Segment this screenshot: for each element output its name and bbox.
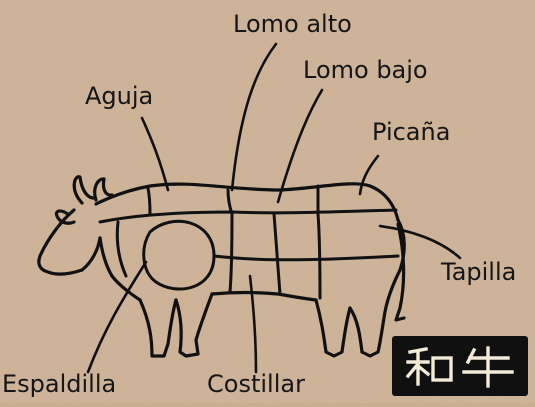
- dewlap: [98, 236, 114, 278]
- back-line: [94, 182, 400, 222]
- divider-neck: [115, 220, 128, 278]
- front-leg-outer: [138, 298, 178, 358]
- horn-front: [93, 177, 114, 202]
- ear: [54, 209, 76, 225]
- divider-aguja: [146, 186, 152, 216]
- hind-leg-front: [348, 306, 364, 354]
- label-lomo-alto: Lomo alto: [233, 10, 352, 38]
- head-outline: [37, 208, 84, 276]
- leader-tapilla: [378, 224, 462, 260]
- divider-middle-horizontal: [212, 254, 400, 262]
- divider-lomo-alto: [226, 188, 234, 216]
- label-aguja: Aguja: [85, 82, 154, 110]
- divider-mid-1: [228, 212, 234, 294]
- wagyu-seal-glyphs: [405, 346, 514, 388]
- chest: [110, 274, 142, 302]
- label-tapilla: Tapilla: [441, 258, 517, 286]
- leader-lomo-alto: [230, 42, 278, 192]
- label-picana: Picaña: [372, 118, 451, 146]
- front-leg-inner: [174, 292, 214, 358]
- hind-leg-inner: [314, 298, 352, 358]
- leader-lomo-bajo: [276, 88, 324, 204]
- horn-back: [72, 175, 96, 205]
- divider-mid-3: [316, 212, 322, 300]
- leader-aguja: [140, 116, 170, 192]
- leader-costillar: [248, 274, 258, 374]
- cow-outline: [37, 175, 406, 358]
- rump: [396, 218, 406, 272]
- hind-leg-back: [360, 268, 402, 358]
- divider-mid-2: [272, 212, 282, 296]
- label-lomo-bajo: Lomo bajo: [303, 56, 428, 84]
- leader-lines: [86, 42, 462, 374]
- leader-picana: [358, 154, 380, 196]
- wagyu-seal: [392, 336, 528, 396]
- label-espaldilla: Espaldilla: [2, 370, 117, 398]
- label-costillar: Costillar: [207, 370, 305, 398]
- leader-espaldilla: [86, 260, 148, 374]
- tail: [394, 222, 406, 322]
